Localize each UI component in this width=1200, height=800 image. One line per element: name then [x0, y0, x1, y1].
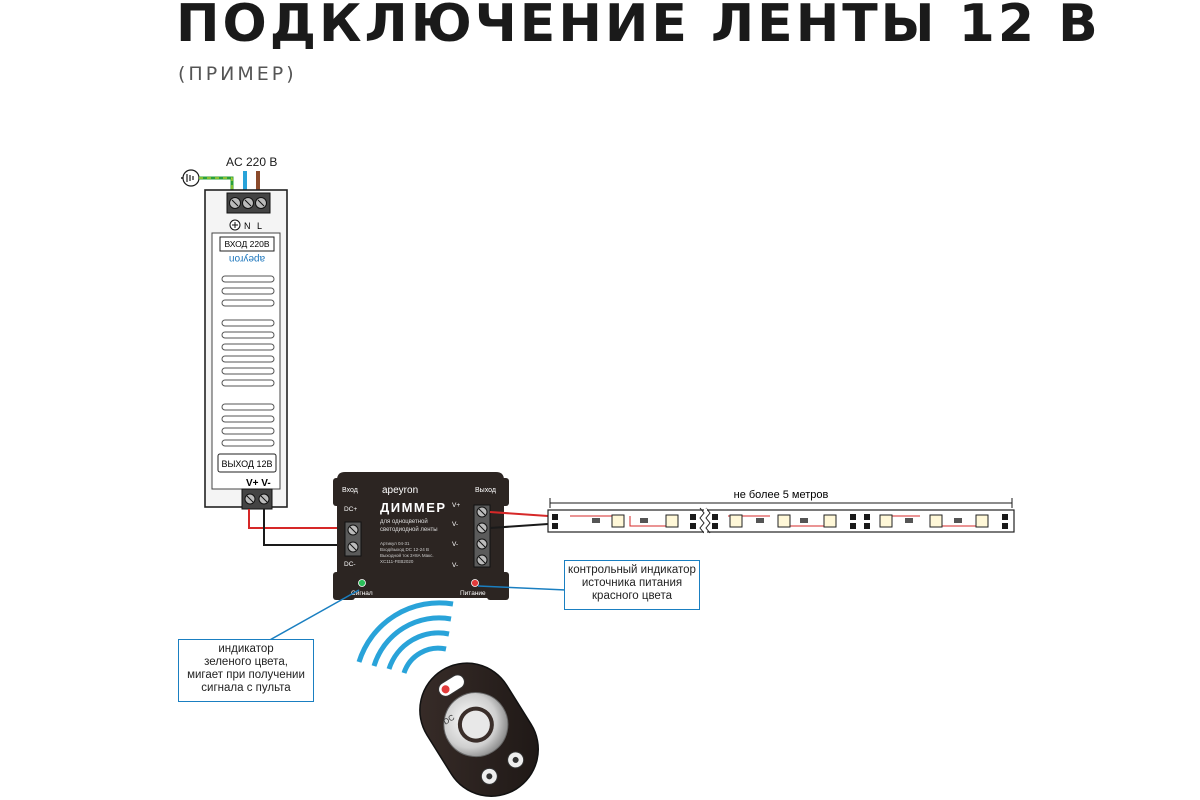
- strip-wires: [489, 511, 549, 529]
- callout-signal-line-3: мигает при получении: [187, 669, 305, 681]
- dimmer-spec-4: XC111-FEB2020: [380, 559, 414, 564]
- callout-power-line-2: источника питания: [581, 577, 683, 589]
- terminal-label-l: L: [257, 221, 262, 231]
- dimmer-v-minus-2: V-: [452, 541, 458, 548]
- remote-control: DC: [356, 600, 539, 797]
- signal-led: [358, 579, 366, 587]
- callout-signal-line-2: зеленого цвета,: [204, 656, 288, 668]
- ground-symbol-icon: [182, 169, 200, 187]
- dimmer-brand: apeyron: [382, 485, 418, 496]
- callout-signal-line-1: индикатор: [218, 643, 274, 655]
- dc-wires: [248, 509, 350, 546]
- led-strip: не более 5 метров: [547, 489, 1015, 534]
- callout-signal-line-4: сигнала с пульта: [201, 682, 291, 694]
- dimmer-spec-1: Артикул 04-31: [380, 541, 410, 546]
- psu-output-terminals: V+ V-: [246, 478, 271, 489]
- callout-leaders: [267, 585, 567, 642]
- dimmer-input-label: Вход: [342, 487, 358, 494]
- page-title: ПОДКЛЮЧЕНИЕ ЛЕНТЫ 12 В: [176, 0, 1101, 54]
- dimmer-v-plus: V+: [452, 502, 460, 509]
- psu-brand: apeyron: [229, 253, 265, 264]
- dimmer-dc-plus: DC+: [344, 506, 357, 513]
- dimmer-v-minus-3: V-: [452, 562, 458, 569]
- dimmer-desc-1: для одноцветной: [380, 518, 428, 525]
- dimmer-power-label: Питание: [460, 590, 486, 597]
- dimmer-title: ДИММЕР: [380, 500, 447, 515]
- dimmer: Вход Выход DC+ DC- V+ V- V- V- apeyron Д…: [333, 472, 509, 600]
- mains-label: AC 220 B: [226, 155, 277, 169]
- callout-power-line-1: контрольный индикатор: [568, 564, 696, 576]
- callout-power-line-3: красного цвета: [592, 590, 672, 602]
- strip-length-label: не более 5 метров: [734, 489, 829, 501]
- page-subtitle: (ПРИМЕР): [178, 63, 297, 85]
- dimmer-spec-3: Выходной ток 3×8А Макс.: [380, 552, 434, 558]
- dimmer-spec-2: Вход/выход DC 12-24 В: [380, 547, 429, 552]
- dimmer-desc-2: светодиодной ленты: [380, 526, 438, 533]
- power-led: [471, 579, 479, 587]
- dimmer-signal-label: Сигнал: [351, 590, 373, 597]
- dimmer-dc-minus: DC-: [344, 561, 356, 568]
- psu-vents: [221, 275, 275, 447]
- power-supply: N L ВХОД 220В apeyron ВЫХОД 12В V+ V-: [204, 189, 288, 510]
- remote-button-right-icon: [512, 756, 519, 763]
- power-indicator-callout: контрольный индикатор источника питания …: [564, 560, 700, 610]
- signal-indicator-callout: индикатор зеленого цвета, мигает при пол…: [178, 639, 314, 702]
- terminal-label-n: N: [244, 221, 251, 231]
- psu-input-label: ВХОД 220В: [224, 239, 269, 249]
- remote-button-left-icon: [486, 773, 493, 780]
- dimmer-v-minus-1: V-: [452, 521, 458, 528]
- psu-output-label: ВЫХОД 12В: [221, 459, 272, 469]
- dimmer-output-label: Выход: [475, 487, 496, 494]
- signal-waves-icon: [356, 600, 454, 674]
